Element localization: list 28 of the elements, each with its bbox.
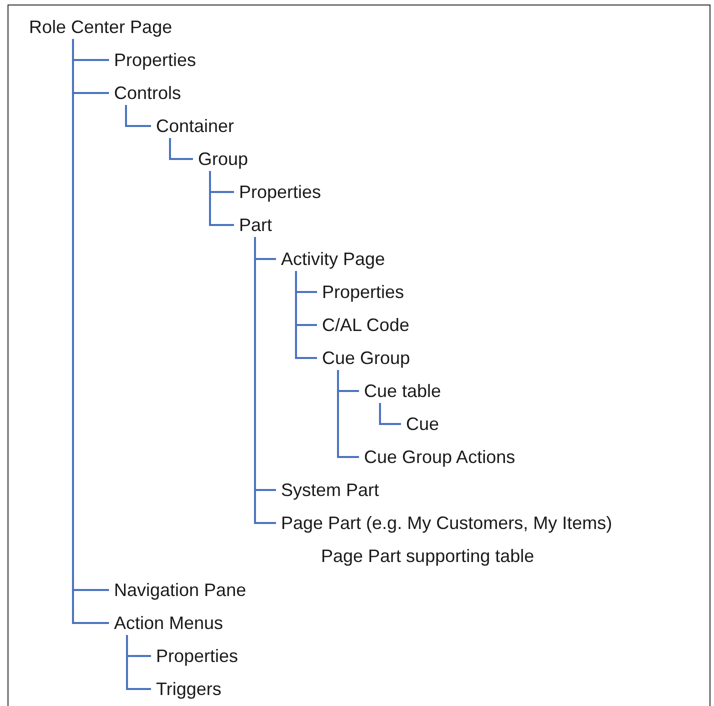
tree-item-label: Cue bbox=[405, 413, 440, 435]
tree-item-label: Properties bbox=[321, 281, 406, 303]
tree-item-label: Properties bbox=[155, 645, 240, 667]
tree-item-label: C/AL Code bbox=[321, 314, 410, 336]
tree-connector bbox=[337, 370, 359, 458]
tree-item-label: Container bbox=[155, 115, 236, 137]
tree-connector bbox=[295, 271, 317, 359]
note-text: Page Part supporting table bbox=[321, 545, 534, 567]
tree-connector bbox=[126, 635, 151, 690]
tree-item-label: Controls bbox=[113, 82, 182, 104]
tree-item-label: Cue Group Actions bbox=[363, 446, 516, 468]
tree-item-label: Page Part (e.g. My Customers, My Items) bbox=[280, 512, 614, 534]
tree-item-label: Triggers bbox=[155, 678, 222, 700]
tree-item-label: Role Center Page bbox=[28, 16, 174, 38]
tree-connector bbox=[125, 105, 151, 127]
tree-item-label: Action Menus bbox=[113, 612, 224, 634]
tree-item-label: Navigation Pane bbox=[113, 579, 248, 601]
tree-item-label: Cue Group bbox=[321, 347, 412, 369]
tree-item-label: Properties bbox=[113, 49, 198, 71]
tree-item-label: Cue table bbox=[363, 380, 442, 402]
tree-connector bbox=[379, 403, 401, 425]
tree-connector bbox=[169, 138, 193, 160]
tree-item-label: System Part bbox=[280, 479, 380, 501]
tree-item-label: Group bbox=[197, 148, 250, 170]
tree-item-label: Activity Page bbox=[280, 248, 386, 270]
tree-connector bbox=[209, 171, 234, 226]
tree-item-label: Part bbox=[238, 214, 274, 236]
tree-item-label: Properties bbox=[238, 181, 322, 203]
